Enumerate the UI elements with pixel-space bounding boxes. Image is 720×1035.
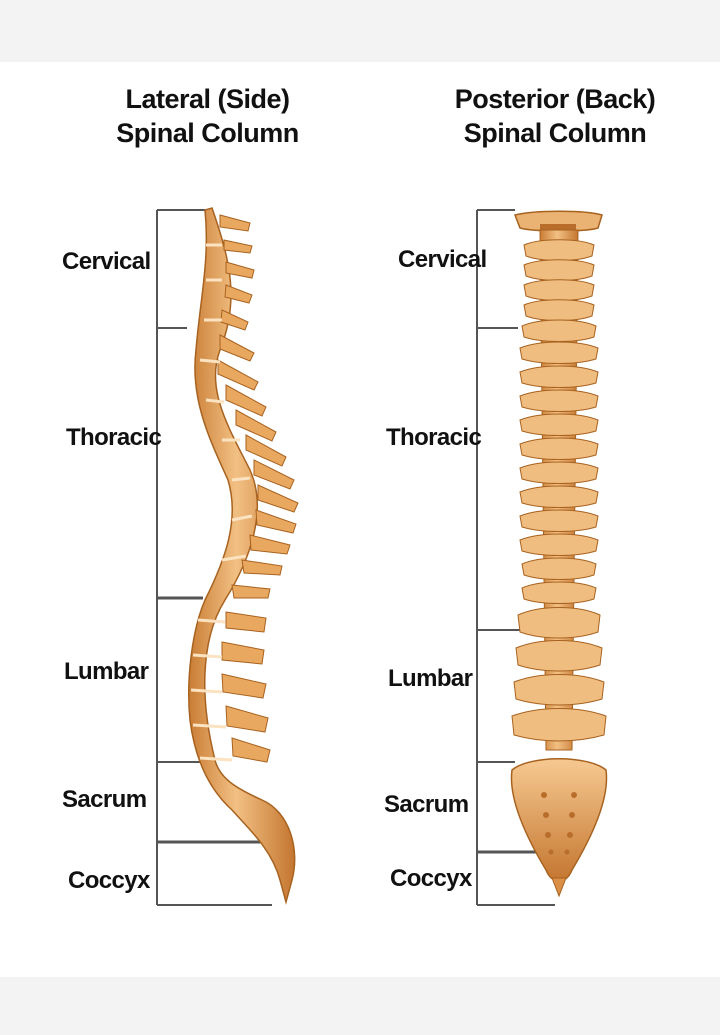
- lateral-title-line2: Spinal Column: [116, 118, 299, 148]
- posterior-label-thoracic: Thoracic: [386, 424, 482, 451]
- posterior-label-coccyx: Coccyx: [390, 865, 472, 892]
- lateral-label-sacrum: Sacrum: [62, 786, 147, 813]
- lateral-region-brackets: [156, 209, 292, 906]
- lateral-label-coccyx: Coccyx: [68, 867, 150, 894]
- posterior-label-lumbar: Lumbar: [388, 665, 473, 692]
- posterior-title: Posterior (Back) Spinal Column: [420, 82, 690, 150]
- posterior-region-brackets: [476, 209, 555, 906]
- posterior-label-cervical: Cervical: [398, 246, 487, 273]
- lateral-title: Lateral (Side) Spinal Column: [80, 82, 335, 150]
- lateral-label-thoracic: Thoracic: [66, 424, 162, 451]
- posterior-title-line2: Spinal Column: [463, 118, 647, 148]
- lateral-label-cervical: Cervical: [62, 248, 151, 275]
- lateral-spine: [188, 207, 299, 905]
- posterior-title-line1: Posterior (Back): [454, 84, 656, 114]
- lateral-title-line1: Lateral (Side): [125, 84, 290, 114]
- posterior-spine: [510, 210, 608, 898]
- lateral-label-lumbar: Lumbar: [64, 658, 149, 685]
- posterior-label-sacrum: Sacrum: [384, 791, 469, 818]
